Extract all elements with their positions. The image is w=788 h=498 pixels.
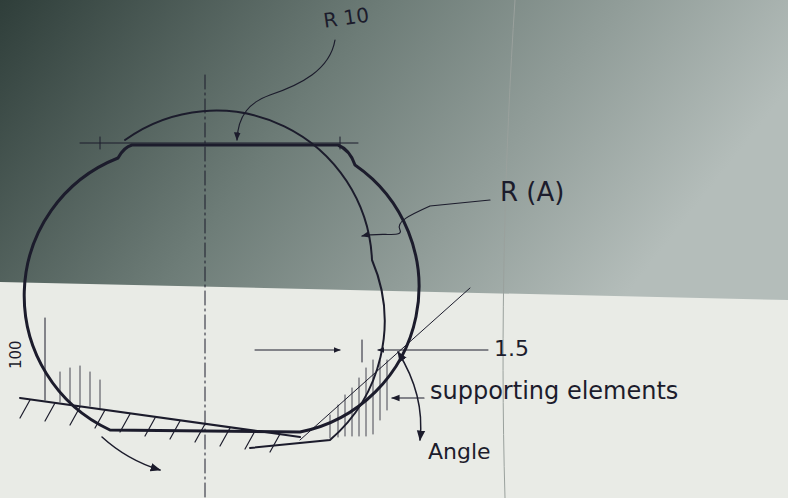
page-curve [503,0,515,498]
center-line [205,75,206,498]
ground-line [20,398,300,437]
leader-line [392,397,424,398]
angle-line [300,288,470,440]
dimension-label: 1.5 [494,337,529,361]
tick [100,137,101,149]
dimension-label: 100 [8,340,25,369]
support-hatch [330,360,387,438]
angle-label: Angle [428,440,491,464]
reference-line [80,143,358,144]
dimension-line [45,318,46,400]
left-hatch [60,366,100,408]
pipe-profile [24,145,419,432]
dimension-line [378,350,488,351]
tick [362,340,363,362]
radius-label: R (A) [500,178,564,207]
ground-hatch [20,400,280,452]
leader-line [237,40,335,140]
angle-arc [398,352,421,440]
dimension-line [255,350,340,351]
dark-band [0,0,788,300]
part-label: supporting elements [430,378,678,404]
outer-arc [102,437,160,470]
outer-wall [125,111,385,448]
leader-line [362,200,490,236]
